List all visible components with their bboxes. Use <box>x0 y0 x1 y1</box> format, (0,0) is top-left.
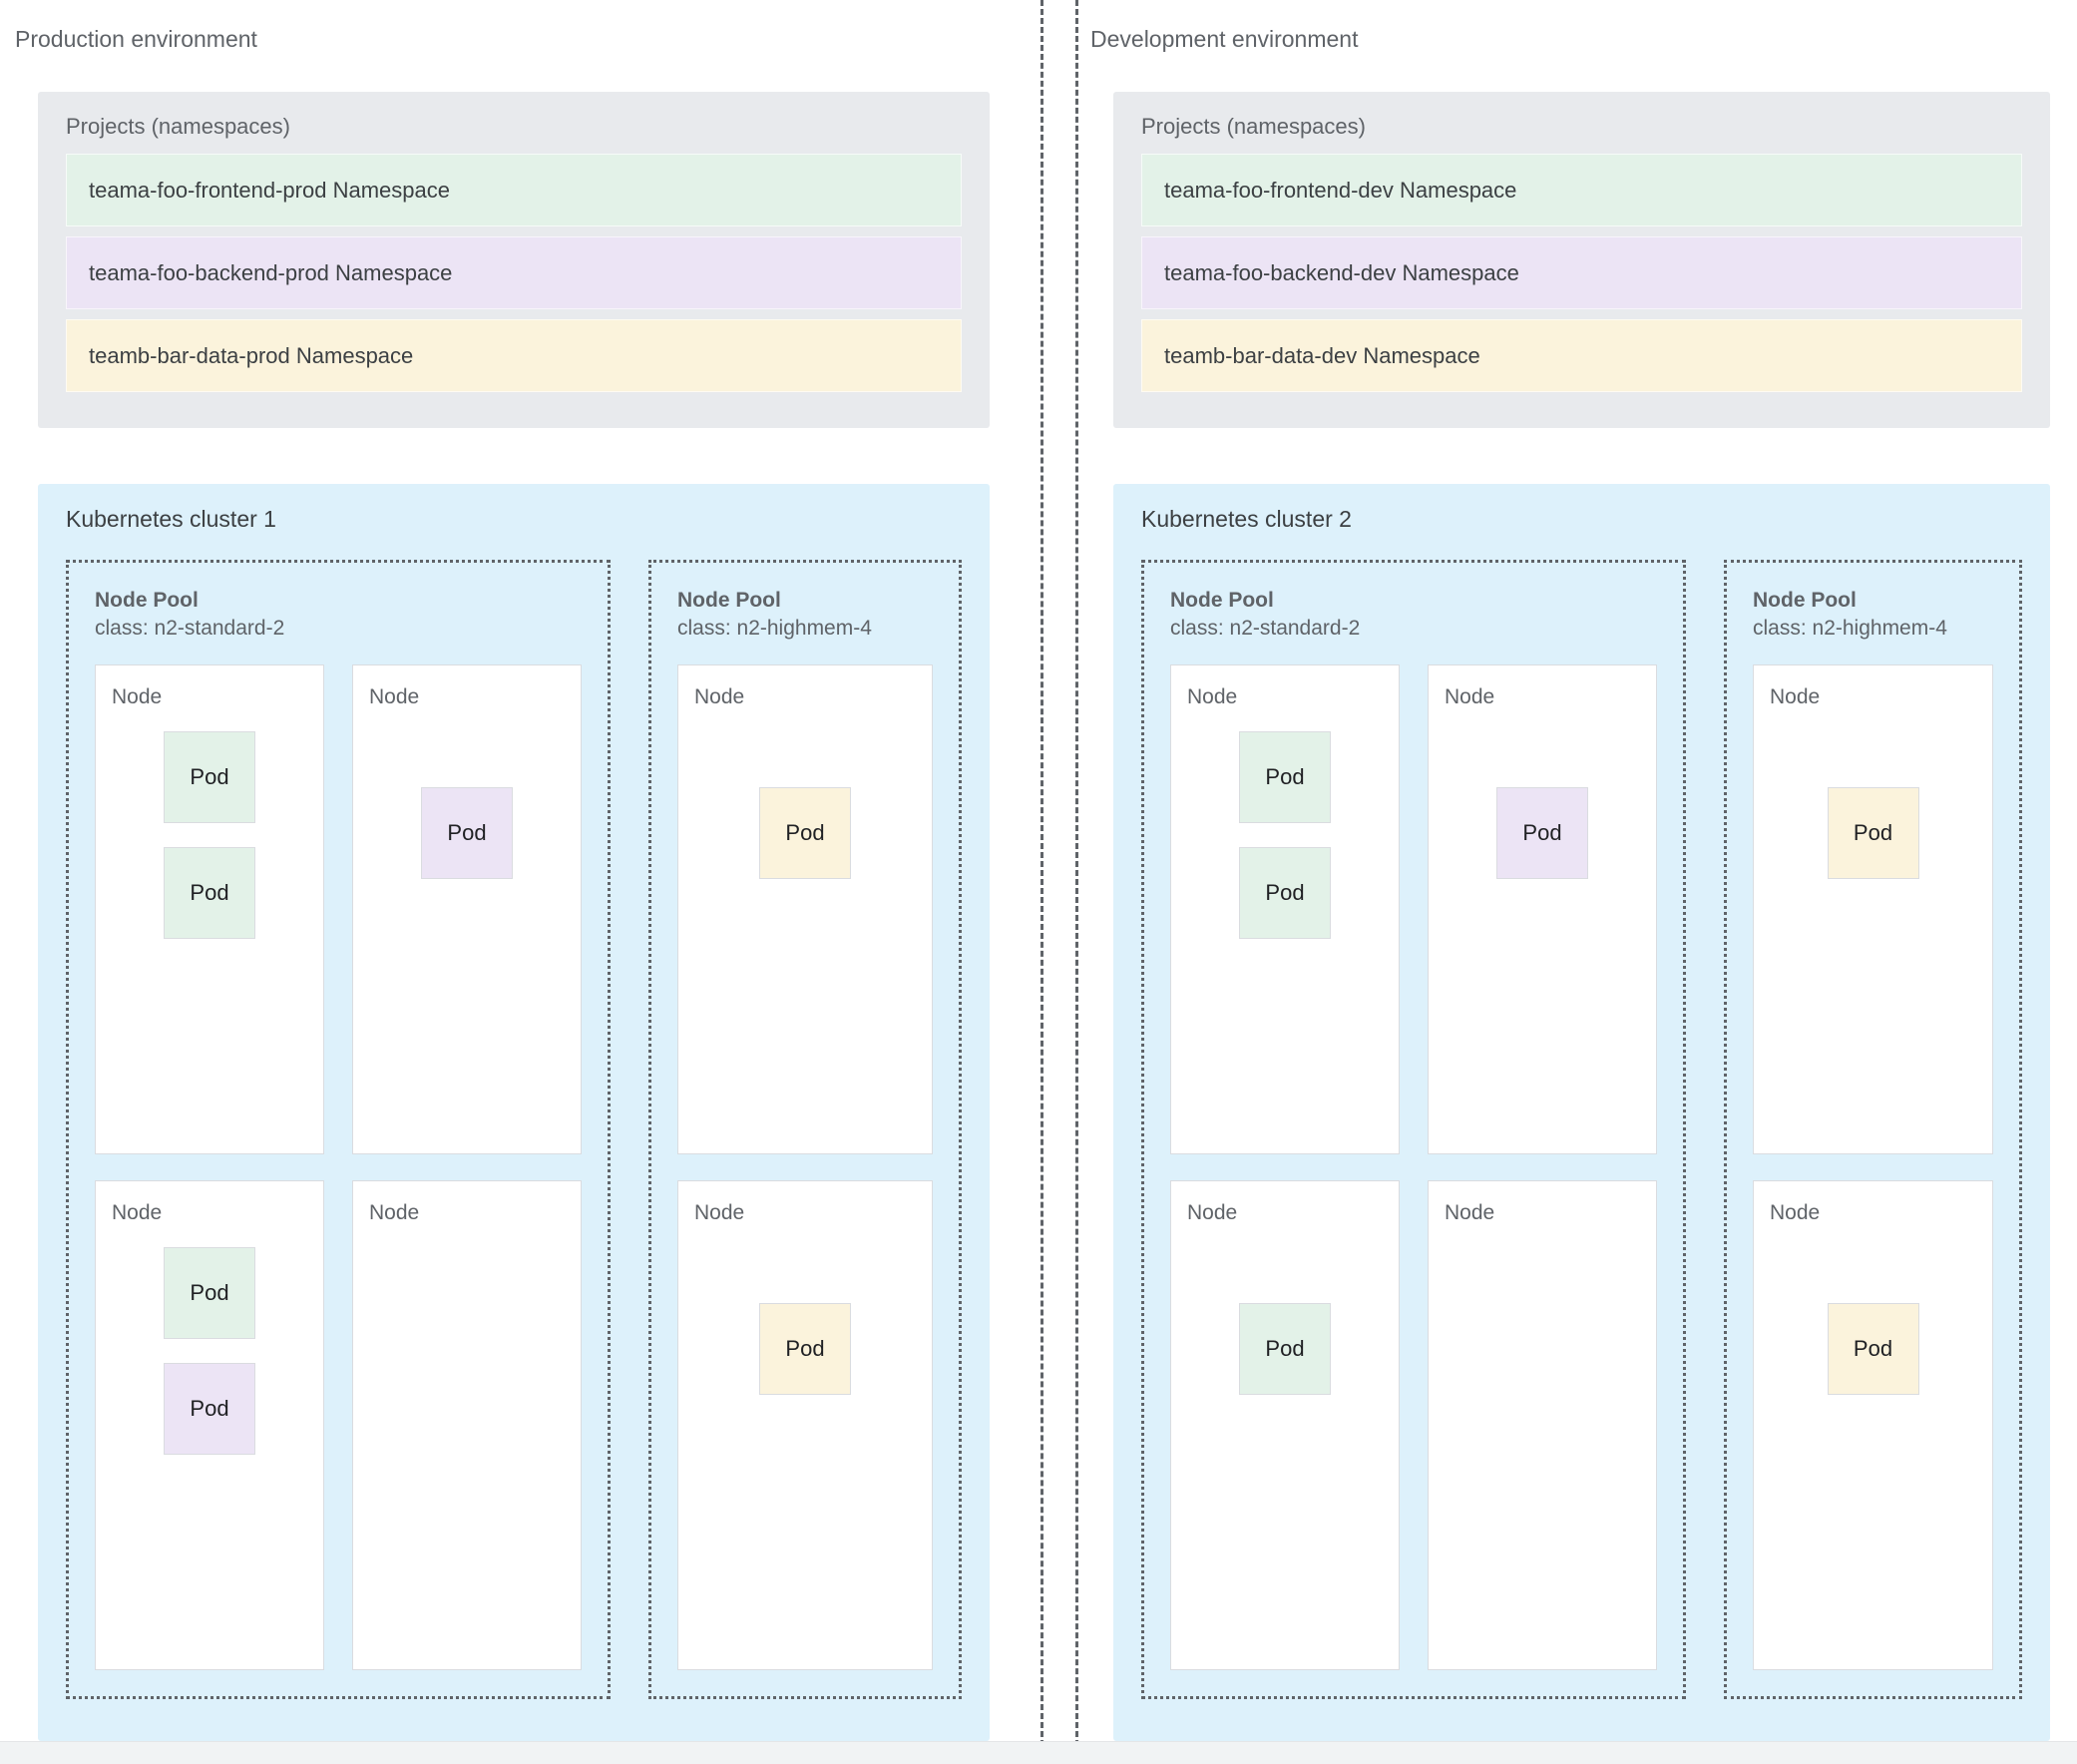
node-label: Node <box>1445 685 1495 708</box>
projects-panel: Projects (namespaces) teama-foo-frontend… <box>1113 92 2050 428</box>
pod-list: Pod <box>1754 787 1992 879</box>
environment-divider-line-right <box>1075 0 1078 1764</box>
node-pool-header: Node Pool class: n2-highmem-4 <box>677 587 872 644</box>
pod-list: Pod Pod <box>96 731 323 939</box>
node: Node Pod <box>1428 664 1657 1154</box>
pod-list: Pod Pod <box>1171 731 1399 939</box>
node-pool-list: Node Pool class: n2-standard-2 Node Pod … <box>66 560 962 1699</box>
node: Node <box>1428 1180 1657 1670</box>
pod-list: Pod <box>1429 787 1656 879</box>
node-label: Node <box>1187 1201 1238 1224</box>
node: Node Pod Pod <box>95 664 324 1154</box>
namespace-row: teama-foo-frontend-dev Namespace <box>1141 154 2022 226</box>
node-grid: Node Pod Pod Node Pod Pod <box>95 664 582 1670</box>
environment-divider-line-left <box>1040 0 1043 1764</box>
pod: Pod <box>164 847 255 939</box>
namespace-row: teamb-bar-data-dev Namespace <box>1141 319 2022 392</box>
node-pool: Node Pool class: n2-highmem-4 Node Pod N… <box>1724 560 2022 1699</box>
node-pool-name: Node Pool <box>677 589 781 612</box>
node-pool-header: Node Pool class: n2-standard-2 <box>95 587 284 644</box>
pod: Pod <box>164 731 255 823</box>
node-label: Node <box>694 1201 745 1224</box>
node: Node <box>352 1180 582 1670</box>
node-label: Node <box>1770 685 1821 708</box>
pod: Pod <box>164 1363 255 1455</box>
pod: Pod <box>164 1247 255 1339</box>
node: Node Pod Pod <box>1170 664 1400 1154</box>
namespace-list: teama-foo-frontend-dev Namespace teama-f… <box>1141 154 2022 392</box>
pod-list: Pod Pod <box>96 1247 323 1455</box>
node-pool-name: Node Pool <box>1753 589 1857 612</box>
node-pool-list: Node Pool class: n2-standard-2 Node Pod … <box>1141 560 2022 1699</box>
node-pool: Node Pool class: n2-highmem-4 Node Pod N… <box>648 560 962 1699</box>
node-grid: Node Pod Node Pod <box>1753 664 1993 1670</box>
pod: Pod <box>1239 731 1331 823</box>
node-pool-class: class: n2-highmem-4 <box>677 617 872 641</box>
node-pool: Node Pool class: n2-standard-2 Node Pod … <box>66 560 611 1699</box>
namespace-row: teamb-bar-data-prod Namespace <box>66 319 962 392</box>
pod-list: Pod <box>678 787 932 879</box>
pod: Pod <box>1496 787 1588 879</box>
node: Node Pod <box>677 1180 933 1670</box>
kubernetes-cluster-panel: Kubernetes cluster 2 Node Pool class: n2… <box>1113 484 2050 1741</box>
namespace-row: teama-foo-frontend-prod Namespace <box>66 154 962 226</box>
pod: Pod <box>759 787 851 879</box>
node-pool-class: class: n2-highmem-4 <box>1753 617 1947 641</box>
namespace-row: teama-foo-backend-dev Namespace <box>1141 236 2022 309</box>
pod: Pod <box>421 787 513 879</box>
pod-list: Pod <box>1754 1303 1992 1395</box>
projects-panel-title: Projects (namespaces) <box>1141 114 1366 139</box>
node-grid: Node Pod Pod Node Pod <box>1170 664 1657 1670</box>
node-pool: Node Pool class: n2-standard-2 Node Pod … <box>1141 560 1686 1699</box>
node-pool-name: Node Pool <box>1170 589 1274 612</box>
node: Node Pod <box>1170 1180 1400 1670</box>
node-label: Node <box>369 1201 420 1224</box>
node: Node Pod Pod <box>95 1180 324 1670</box>
node: Node Pod <box>1753 1180 1993 1670</box>
node-pool-header: Node Pool class: n2-highmem-4 <box>1753 587 1947 644</box>
node-label: Node <box>1770 1201 1821 1224</box>
node: Node Pod <box>1753 664 1993 1154</box>
namespace-row: teama-foo-backend-prod Namespace <box>66 236 962 309</box>
pod-list: Pod <box>678 1303 932 1395</box>
cluster-title: Kubernetes cluster 1 <box>66 506 276 532</box>
node-label: Node <box>1445 1201 1495 1224</box>
node-label: Node <box>694 685 745 708</box>
node-pool-class: class: n2-standard-2 <box>1170 617 1361 641</box>
node-label: Node <box>112 1201 163 1224</box>
cluster-title: Kubernetes cluster 2 <box>1141 506 1352 532</box>
projects-panel-title: Projects (namespaces) <box>66 114 290 139</box>
pod-list: Pod <box>1171 1303 1399 1395</box>
projects-panel: Projects (namespaces) teama-foo-frontend… <box>38 92 990 428</box>
node-label: Node <box>112 685 163 708</box>
node-label: Node <box>1187 685 1238 708</box>
node-pool-name: Node Pool <box>95 589 199 612</box>
node-pool-class: class: n2-standard-2 <box>95 617 285 641</box>
environment-title: Development environment <box>1090 26 1359 52</box>
node-label: Node <box>369 685 420 708</box>
namespace-list: teama-foo-frontend-prod Namespace teama-… <box>66 154 962 392</box>
pod: Pod <box>759 1303 851 1395</box>
node: Node Pod <box>352 664 582 1154</box>
node-grid: Node Pod Node Pod <box>677 664 933 1670</box>
pod-list: Pod <box>353 787 581 879</box>
node-pool-header: Node Pool class: n2-standard-2 <box>1170 587 1360 644</box>
kubernetes-cluster-panel: Kubernetes cluster 1 Node Pool class: n2… <box>38 484 990 1741</box>
pod: Pod <box>1827 787 1919 879</box>
footer-strip <box>0 1741 2077 1764</box>
pod: Pod <box>1239 847 1331 939</box>
pod: Pod <box>1827 1303 1919 1395</box>
pod: Pod <box>1239 1303 1331 1395</box>
environment-title: Production environment <box>15 26 257 52</box>
node: Node Pod <box>677 664 933 1154</box>
